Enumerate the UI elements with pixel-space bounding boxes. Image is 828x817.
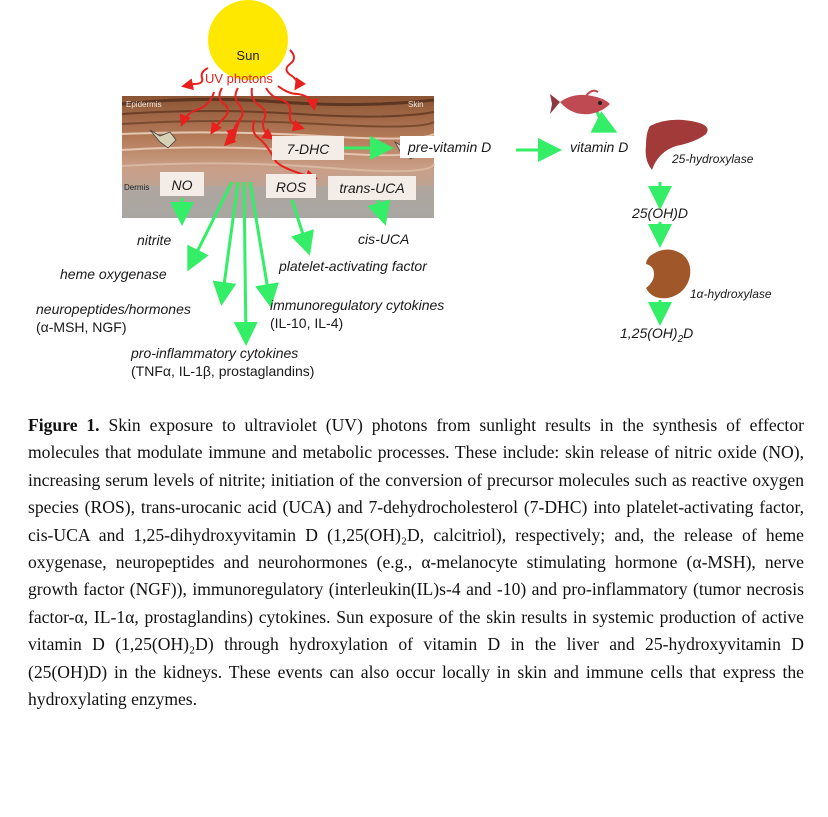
nitrite-label: nitrite (137, 232, 171, 248)
output-labels: nitrite cis-UCA heme oxygenase platelet-… (36, 231, 444, 379)
intermediate-label: 25(OH)D (631, 205, 688, 221)
uv-photons-label: UV photons (205, 71, 273, 86)
sun-label: Sun (236, 48, 259, 63)
molecule-boxes: 7-DHC NO ROS trans-UCA pre-vitamin D (160, 136, 512, 200)
liver-icon (645, 119, 708, 170)
pre-vitamin-d-label: pre-vitamin D (407, 139, 491, 155)
liver-enzyme-label: 25-hydroxylase (671, 152, 754, 166)
skin-label: Skin (408, 100, 424, 109)
sun: Sun (208, 0, 288, 80)
trans-uca-label: trans-UCA (339, 180, 404, 196)
figure-diagram: Epidermis Skin Dermis Sun UV photons 7-D… (36, 0, 772, 379)
immunoregulatory-examples: (IL-10, IL-4) (270, 315, 343, 331)
green-arrows (170, 107, 672, 346)
kidney-enzyme-label: 1α-hydroxylase (690, 287, 772, 301)
neuropeptides-examples: (α-MSH, NGF) (36, 319, 127, 335)
epidermis-label: Epidermis (126, 100, 162, 109)
seven-dhc-label: 7-DHC (287, 141, 331, 157)
neuropeptides-label: neuropeptides/hormones (36, 301, 191, 317)
platelet-activating-factor-label: platelet-activating factor (278, 258, 428, 274)
dermis-label: Dermis (124, 183, 149, 192)
no-label: NO (172, 177, 193, 193)
heme-oxygenase-label: heme oxygenase (60, 266, 167, 282)
vitamin-d-pathway: vitamin D 25-hydroxylase 25(OH)D 1α-hydr… (550, 89, 772, 345)
kidney-icon (646, 249, 691, 299)
vitamin-d-label: vitamin D (570, 139, 628, 155)
ros-label: ROS (276, 179, 307, 195)
final-product-label: 1,25(OH)2D (620, 325, 693, 345)
uv-arrows (179, 49, 319, 182)
fish-icon (550, 89, 610, 115)
proinflammatory-examples: (TNFα, IL-1β, prostaglandins) (131, 363, 314, 379)
figure-caption-text: Skin exposure to ultraviolet (UV) photon… (28, 415, 804, 710)
figure-caption-label: Figure 1. (28, 415, 100, 435)
immunoregulatory-label: immunoregulatory cytokines (270, 297, 444, 313)
figure-caption: Figure 1. Skin exposure to ultraviolet (… (28, 412, 804, 713)
cis-uca-label: cis-UCA (358, 231, 409, 247)
proinflammatory-label: pro-inflammatory cytokines (130, 345, 298, 361)
